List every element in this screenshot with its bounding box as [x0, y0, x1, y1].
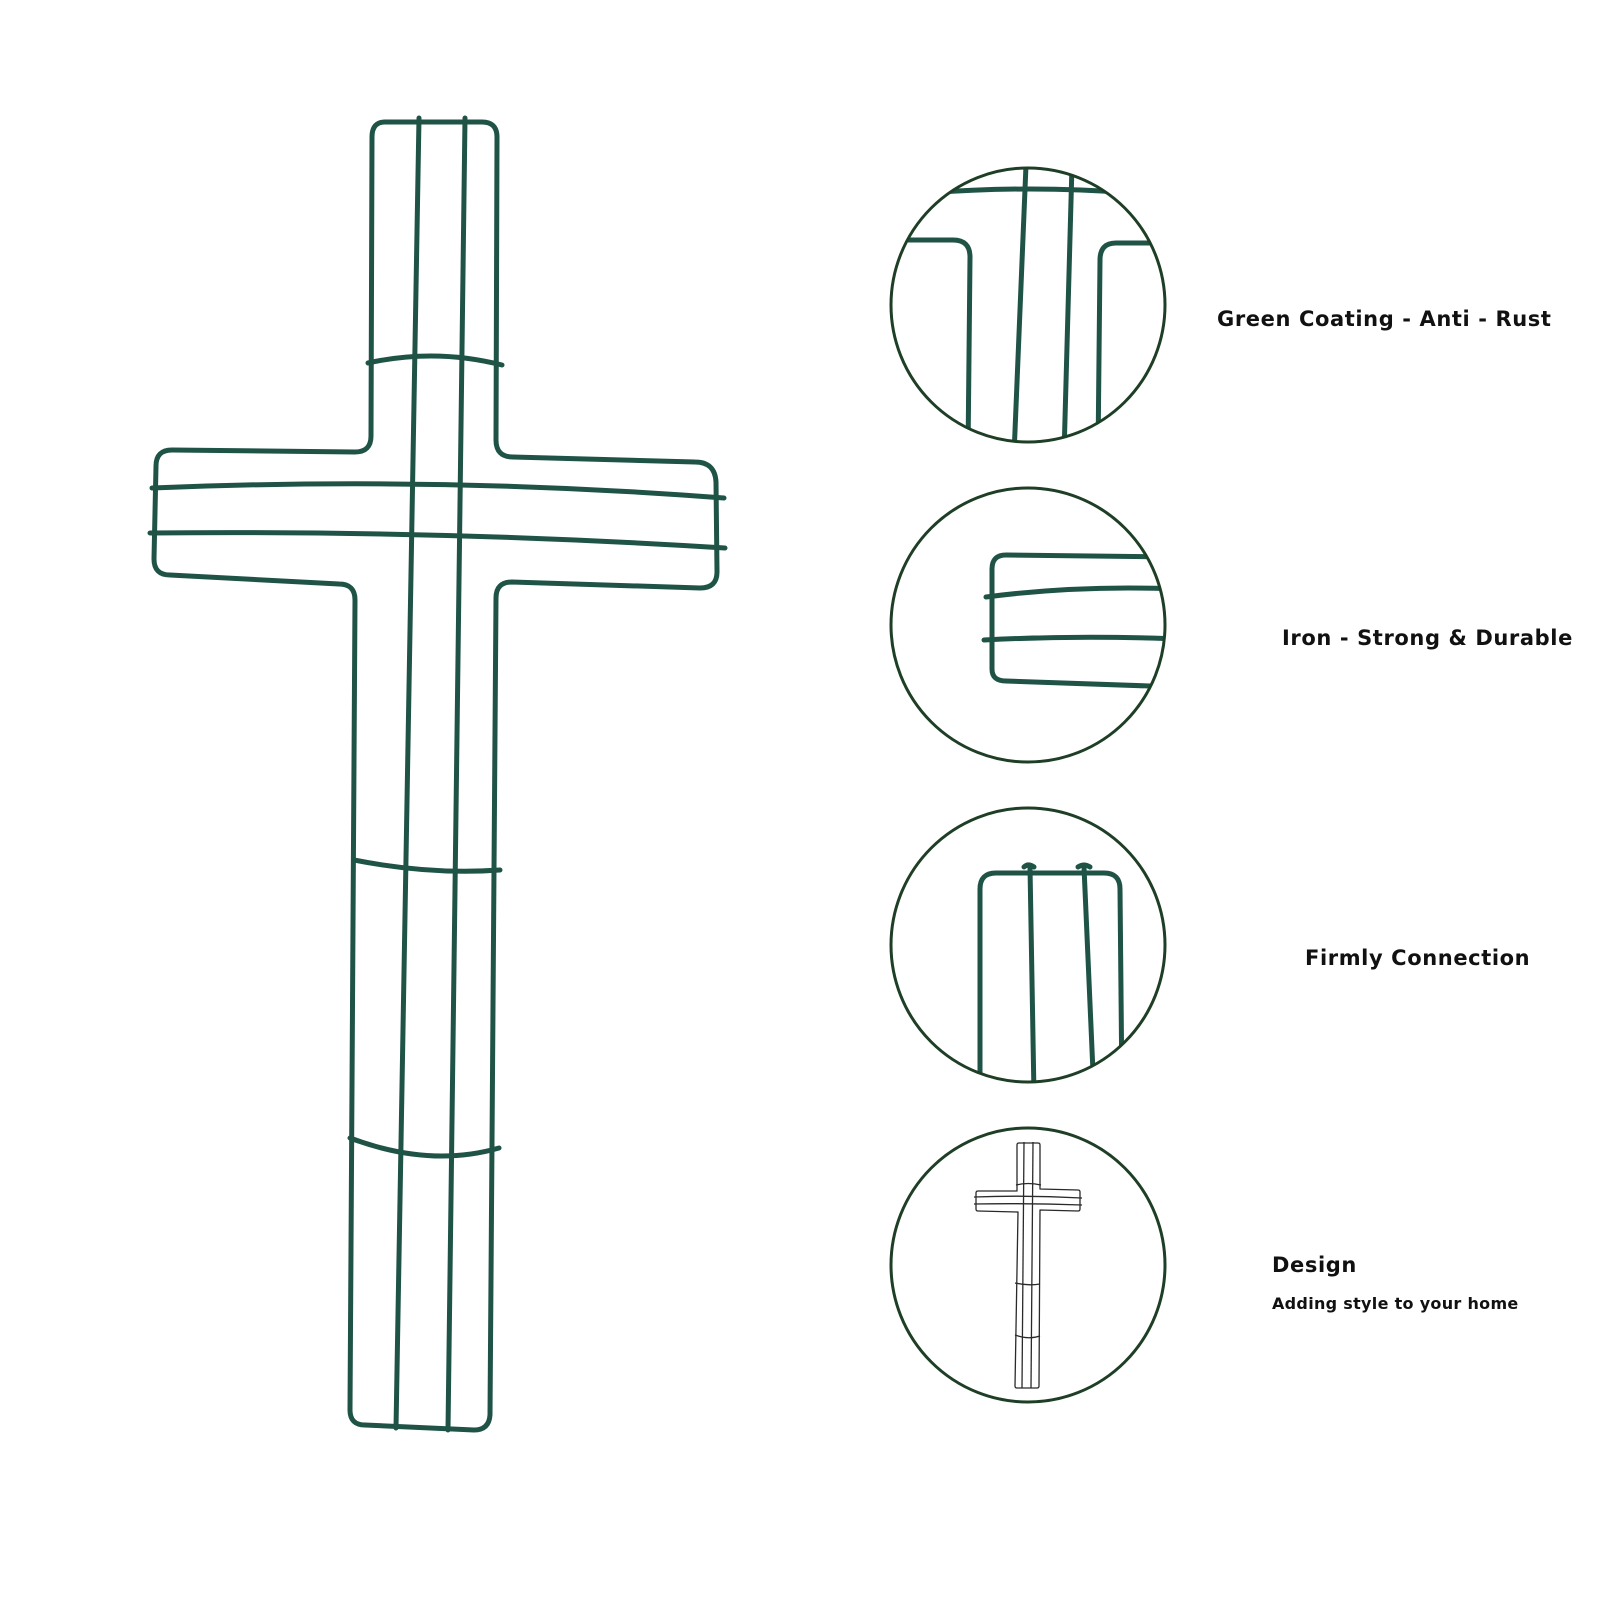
- feature-label-coating: Green Coating - Anti - Rust: [1217, 307, 1552, 331]
- feature-label-design: Design: [1272, 1253, 1357, 1277]
- cross-wire-frame-image: [147, 115, 728, 1433]
- detail-circle-arm-end: [889, 486, 1167, 764]
- detail-circle-design: [889, 1126, 1167, 1404]
- feature-subtitle-design: Adding style to your home: [1272, 1294, 1519, 1313]
- feature-label-iron: Iron - Strong & Durable: [1282, 626, 1573, 650]
- detail-circle-bottom-end: [889, 806, 1167, 1084]
- feature-label-connection: Firmly Connection: [1305, 946, 1531, 970]
- detail-circle-top-end: [889, 166, 1167, 444]
